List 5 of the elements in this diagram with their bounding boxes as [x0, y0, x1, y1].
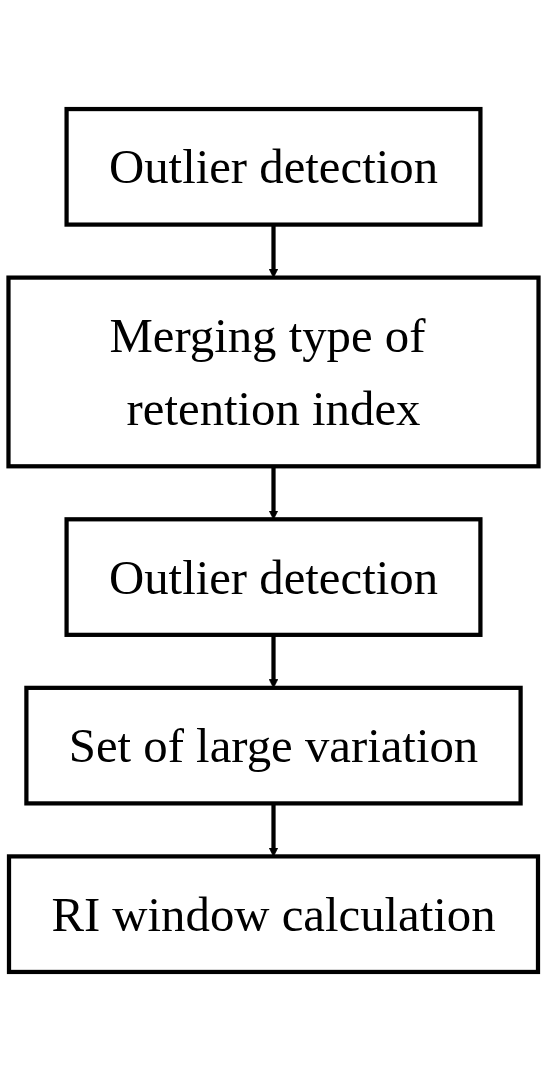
node-box: Merging type of retention index [6, 275, 541, 469]
node-box: Set of large variation [24, 685, 523, 806]
node-box: RI window calculation [6, 854, 541, 975]
node-box: Outlier detection [64, 517, 483, 637]
node-box: Outlier detection [64, 106, 483, 227]
